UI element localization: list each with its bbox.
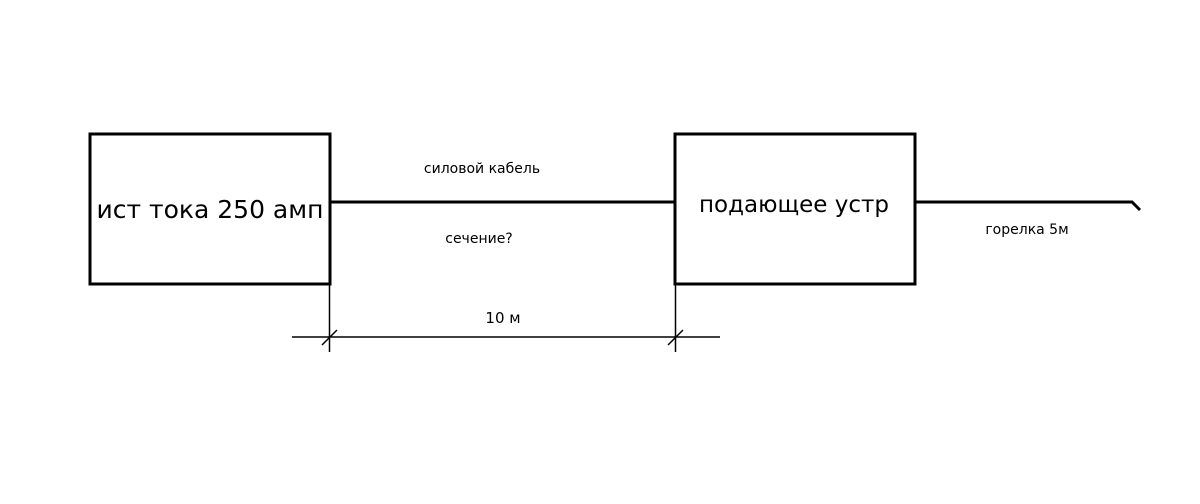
dimension-tick-right (667, 329, 684, 346)
current-source-label: ист тока 250 амп (97, 195, 324, 224)
torch-label: горелка 5м (985, 222, 1068, 238)
dimension-label: 10 м (485, 309, 520, 327)
feeder-box (673, 132, 917, 286)
power-cable-label: силовой кабель (424, 161, 540, 177)
cable-section-label: сечение? (445, 231, 513, 247)
torch-line (915, 200, 1142, 212)
dimension-tick-left (321, 329, 338, 346)
current-source-box (88, 132, 332, 286)
feeder-label: подающее устр (699, 192, 889, 218)
